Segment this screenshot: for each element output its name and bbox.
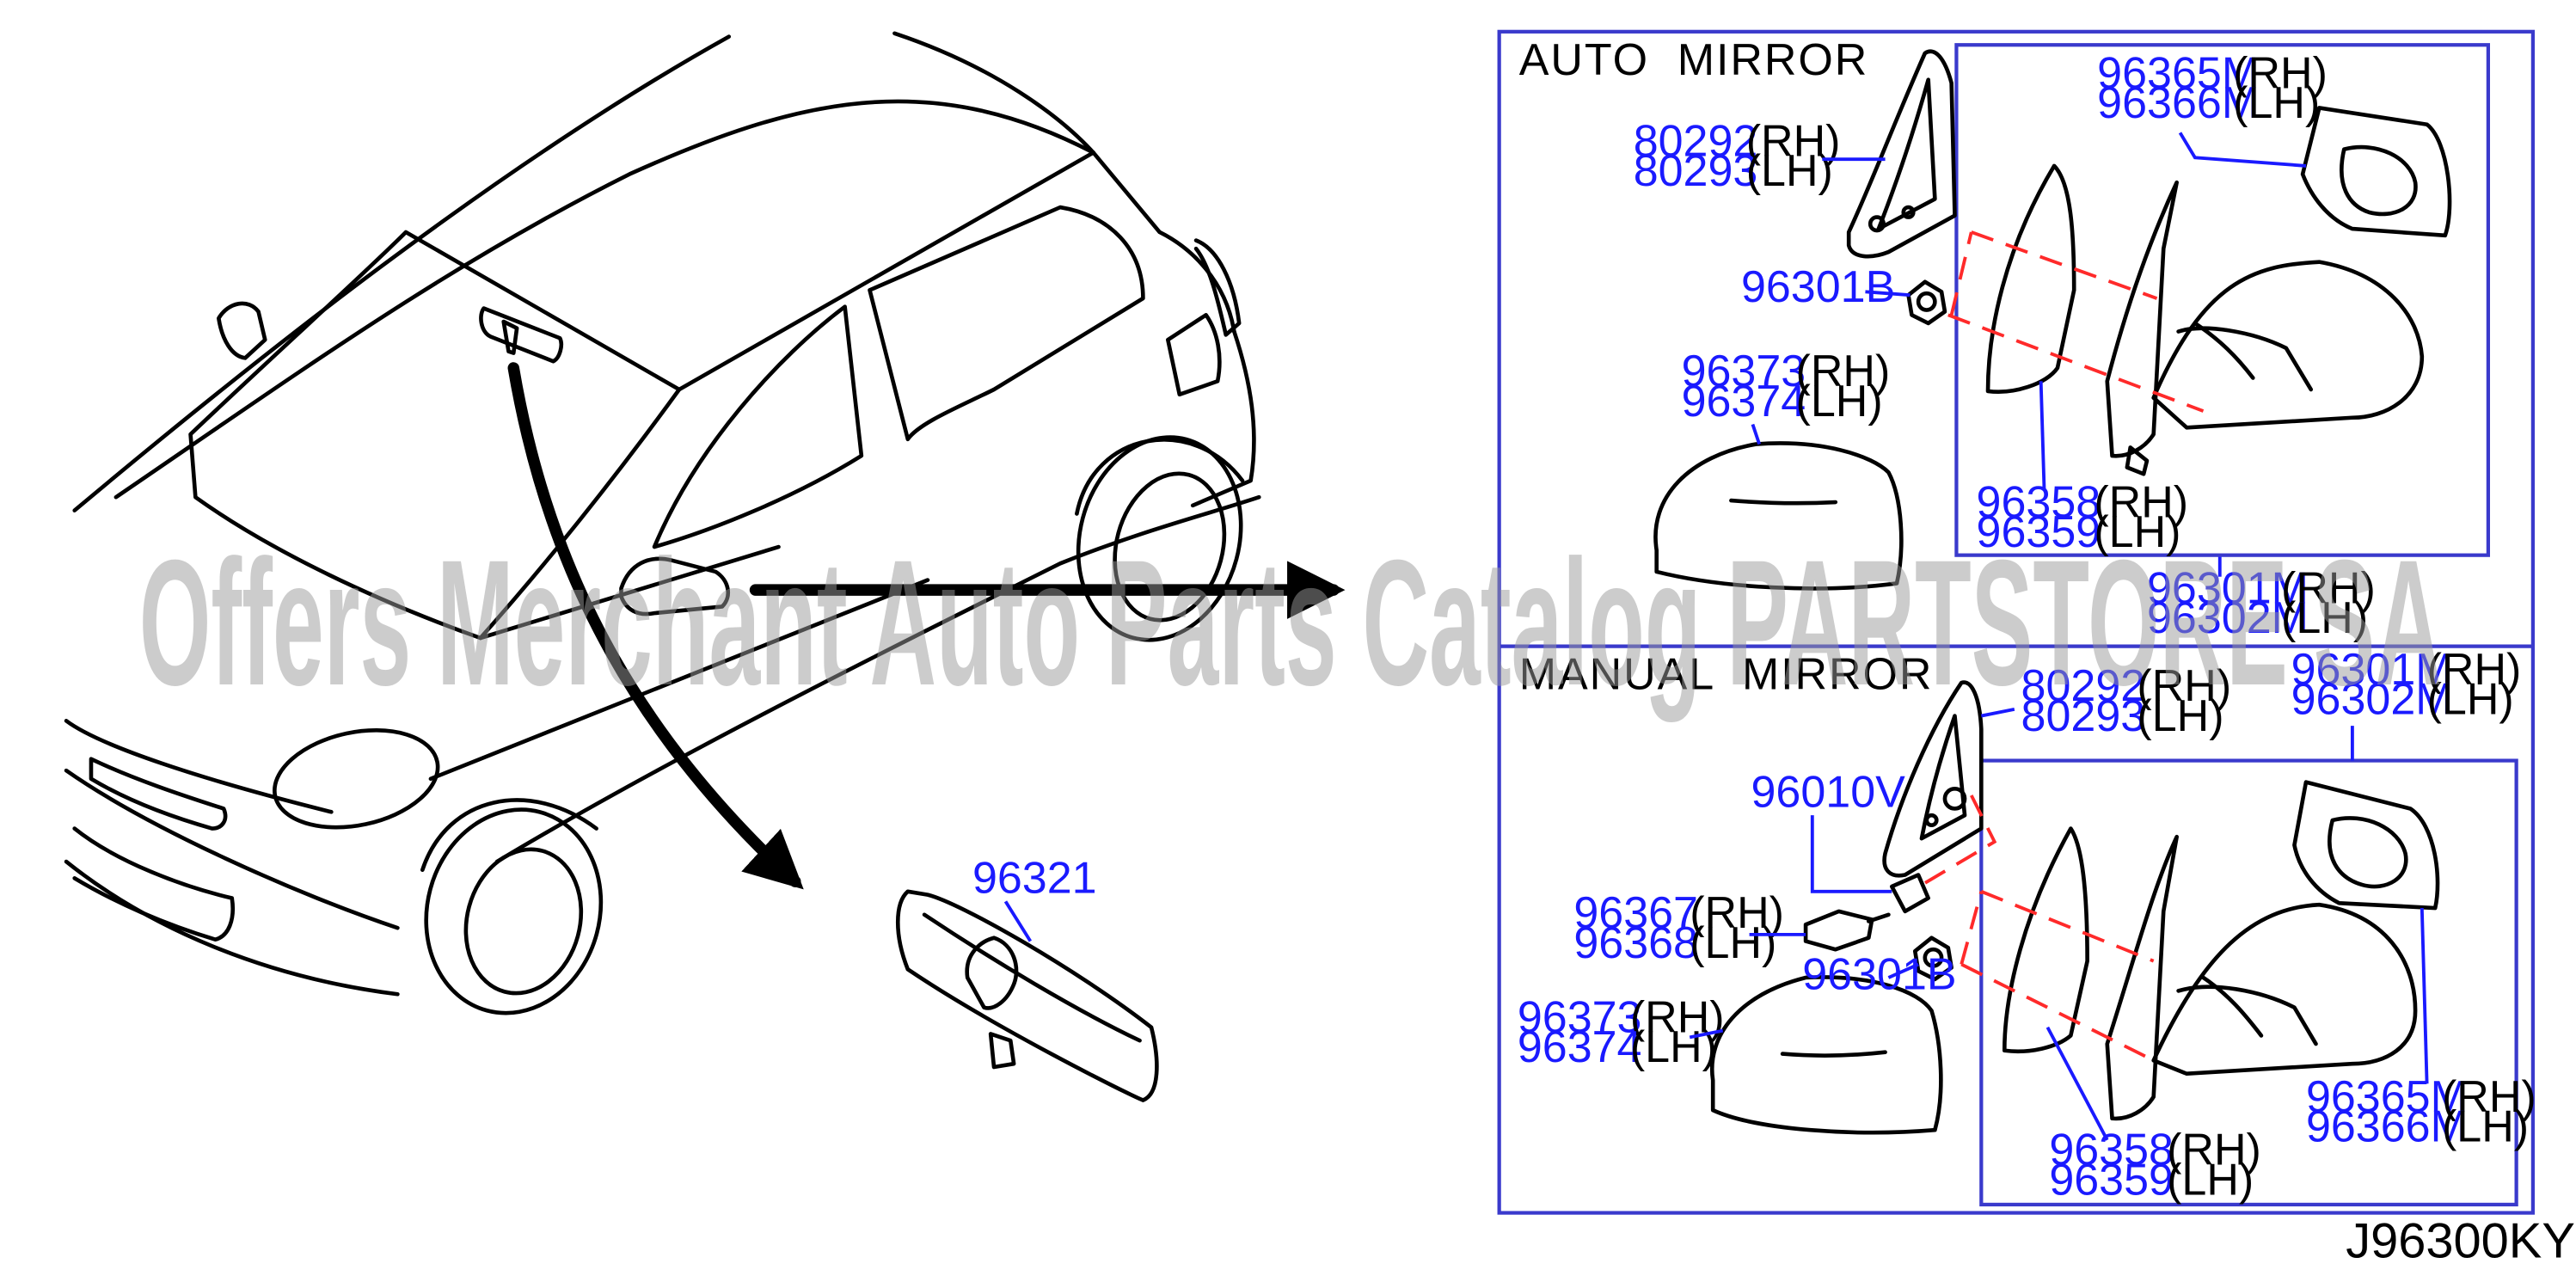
auto-body-lh-pn: 96359 — [1977, 507, 2101, 557]
manual-glass-rh-side: (RH) — [2442, 1072, 2536, 1122]
manual-body-lh-pn: 96359 — [2049, 1155, 2174, 1205]
manual-glass-lh-side: (LH) — [2442, 1102, 2529, 1152]
auto-assy-rh-pn: 96301M — [2147, 564, 2309, 614]
manual-base-illustration — [1882, 680, 1984, 878]
auto-cover-lh-side: (LH) — [1796, 377, 1883, 426]
manual-body-rh-side: (RH) — [2167, 1126, 2261, 1175]
manual-assy-box — [1979, 758, 2518, 1207]
auto-base-lh-pn: 80293 — [1634, 146, 1758, 196]
manual-glass-illustration — [2292, 780, 2440, 911]
auto-glass-rh-pn: 96365M — [2097, 48, 2259, 98]
manual-assy-rh-side: (RH) — [2427, 645, 2522, 695]
auto-assy-rh-side: (RH) — [2281, 564, 2376, 614]
detail-frame — [1497, 29, 2536, 1215]
manual-mirror-title: MANUAL MIRROR — [1519, 650, 1934, 700]
car-illustration — [64, 31, 1261, 1015]
manual-base-leader — [1980, 707, 2015, 718]
manual-body-leader — [2045, 1026, 2109, 1141]
manual-nut-pn: 96301B — [1802, 949, 1956, 999]
manual-cover-lh-side: (LH) — [1630, 1022, 1717, 1072]
manual-assy-rh-pn: 96301M — [2291, 645, 2453, 695]
auto-glass-illustration — [2300, 106, 2452, 238]
manual-knob-lh-side: (LH) — [1690, 918, 1776, 968]
interior-mirror-label: 96321 — [972, 854, 1097, 904]
auto-glass-rh-side: (RH) — [2233, 48, 2328, 98]
watermark: Offers Merchant Auto Parts Catalog PARTS… — [139, 524, 2442, 723]
auto-body-leader — [2039, 381, 2046, 491]
auto-body-rh-side: (RH) — [2094, 477, 2188, 527]
interior-mirror-leader — [1003, 900, 1033, 942]
auto-cover-rh-pn: 96373 — [1682, 347, 1806, 396]
manual-housing-illustration — [2002, 826, 2418, 1121]
auto-base-lh-side: (LH) — [1746, 146, 1833, 196]
auto-cover-lh-pn: 96374 — [1682, 377, 1806, 426]
interior-mirror-arrow — [507, 362, 804, 890]
manual-base-lh-pn: 80293 — [2021, 691, 2146, 741]
manual-body-rh-pn: 96358 — [2049, 1126, 2174, 1175]
auto-nut-leader — [1865, 290, 1911, 298]
manual-nut-illustration — [1912, 936, 1953, 982]
manual-base-rh-pn: 80292 — [2021, 661, 2146, 711]
manual-body-lh-side: (LH) — [2167, 1155, 2254, 1205]
manual-knob-lh-pn: 96368 — [1573, 918, 1698, 968]
manual-glass-leader — [2420, 907, 2429, 1084]
auto-base-illustration — [1846, 49, 1957, 259]
manual-base-rh-side: (RH) — [2137, 661, 2231, 711]
manual-grommet-illustration — [1889, 873, 1930, 914]
manual-knob-illustration — [1803, 909, 1891, 952]
auto-cover-rh-side: (RH) — [1796, 347, 1891, 396]
auto-assembly-dash — [1947, 230, 2205, 413]
auto-assy-lh-pn: 96302M — [2147, 593, 2309, 643]
auto-housing-illustration — [1985, 163, 2425, 476]
auto-glass-lh-side: (LH) — [2233, 78, 2320, 128]
manual-grommet-pn: 96010V — [1751, 768, 1906, 818]
auto-body-lh-side: (LH) — [2094, 507, 2180, 557]
auto-base-rh-pn: 80292 — [1634, 116, 1758, 166]
auto-cover-illustration — [1653, 441, 1904, 591]
manual-knob-rh-side: (RH) — [1690, 888, 1784, 938]
manual-cover-lh-pn: 96374 — [1518, 1022, 1642, 1072]
manual-assembly-dash — [1960, 889, 2155, 1063]
auto-body-rh-pn: 96358 — [1977, 477, 2101, 527]
manual-nut-leader — [1887, 962, 1919, 979]
manual-assy-lh-pn: 96302M — [2291, 675, 2453, 725]
auto-assy-lh-side: (LH) — [2281, 593, 2368, 643]
auto-nut-illustration — [1906, 279, 1947, 326]
manual-glass-lh-pn: 96366M — [2306, 1102, 2468, 1152]
auto-glass-lh-pn: 96366M — [2097, 78, 2259, 128]
manual-glass-rh-pn: 96365M — [2306, 1072, 2468, 1122]
auto-cover-leader — [1751, 423, 1761, 445]
manual-cover-leader — [1689, 1028, 1724, 1040]
manual-grommet-leader — [1810, 815, 1892, 893]
manual-base-dash — [1904, 794, 1997, 897]
manual-knob-rh-pn: 96367 — [1573, 888, 1698, 938]
manual-cover-illustration — [1709, 975, 1943, 1135]
manual-assy-lh-side: (LH) — [2427, 675, 2514, 725]
manual-cover-rh-pn: 96373 — [1518, 993, 1642, 1043]
auto-nut-pn: 96301B — [1741, 262, 1895, 312]
auto-mirror-title: AUTO MIRROR — [1519, 35, 1869, 85]
auto-glass-leader — [2178, 132, 2307, 168]
interior-mirror-illustration — [896, 889, 1159, 1102]
manual-base-lh-side: (LH) — [2137, 691, 2223, 741]
drawing-code: J96300KY — [2346, 1214, 2575, 1269]
